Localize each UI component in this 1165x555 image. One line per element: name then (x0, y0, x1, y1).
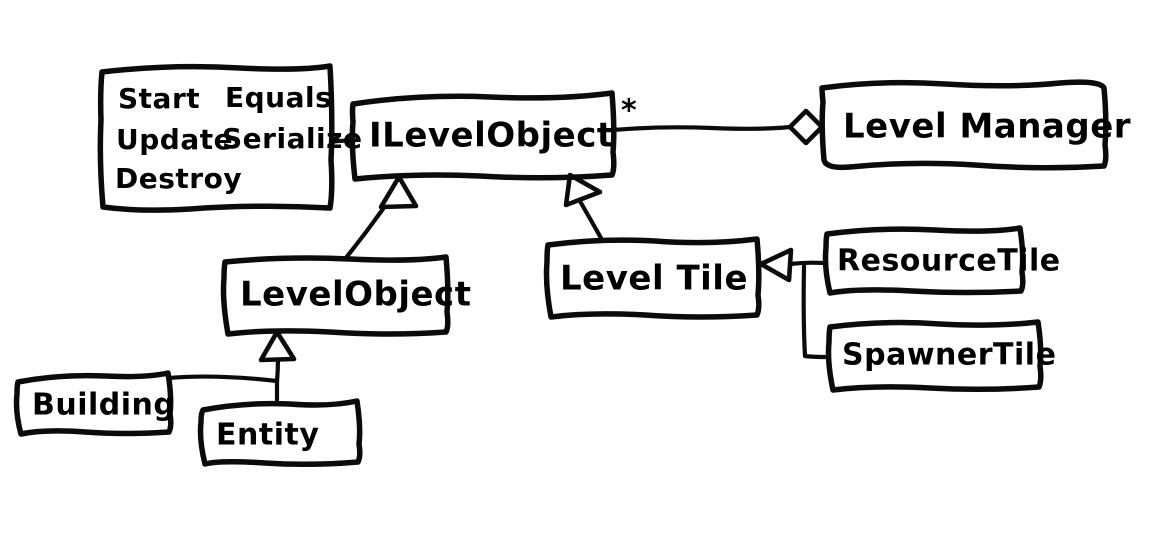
class-box-ilevelobject[interactable]: ILevelObject * (349, 90, 637, 182)
class-box-resourcetile[interactable]: ResourceTile (822, 225, 1061, 296)
hollow-diamond-icon-levelmanager (787, 108, 825, 146)
connector-ilevelobject-to-levelmanager (610, 124, 793, 133)
class-label-levelmanager: Level Manager (843, 107, 1131, 147)
hollow-triangle-icon-levelobject-children (258, 329, 297, 363)
connector-resourcetile-to-leveltile (787, 260, 827, 267)
class-box-building[interactable]: Building (13, 370, 176, 437)
method-label-equals: Equals (225, 81, 332, 114)
class-box-levelobject[interactable]: LevelObject (220, 254, 472, 337)
connector-spawnertile-to-leveltile (801, 263, 830, 360)
connector-building-to-bus (165, 374, 280, 384)
method-label-destroy: Destroy (115, 162, 242, 195)
class-box-methods-note[interactable]: Start Equals Update Serialize Destroy (97, 63, 362, 213)
class-box-spawnertile[interactable]: SpawnerTile (825, 319, 1057, 393)
hollow-triangle-icon-leveltile (563, 172, 603, 208)
multiplicity-label-star: * (621, 94, 637, 129)
hollow-triangle-icon-tiles (758, 247, 794, 283)
hollow-triangle-icon-levelobject (378, 174, 419, 210)
method-label-serialize: Serialize (222, 122, 362, 155)
class-label-resourcetile: ResourceTile (837, 244, 1061, 279)
class-box-leveltile[interactable]: Level Tile (543, 236, 762, 320)
class-box-levelmanager[interactable]: Level Manager (819, 79, 1131, 171)
class-label-leveltile: Level Tile (560, 259, 748, 299)
class-label-levelobject: LevelObject (240, 275, 471, 315)
class-label-building: Building (32, 388, 175, 423)
class-label-ilevelobject: ILevelObject (369, 116, 614, 156)
method-label-start: Start (118, 82, 200, 115)
class-box-entity[interactable]: Entity (197, 398, 363, 468)
method-label-update: Update (116, 123, 233, 156)
connector-leveltile-to-ilevelobject (574, 193, 604, 241)
class-label-entity: Entity (216, 418, 319, 453)
class-label-spawnertile: SpawnerTile (842, 338, 1056, 373)
